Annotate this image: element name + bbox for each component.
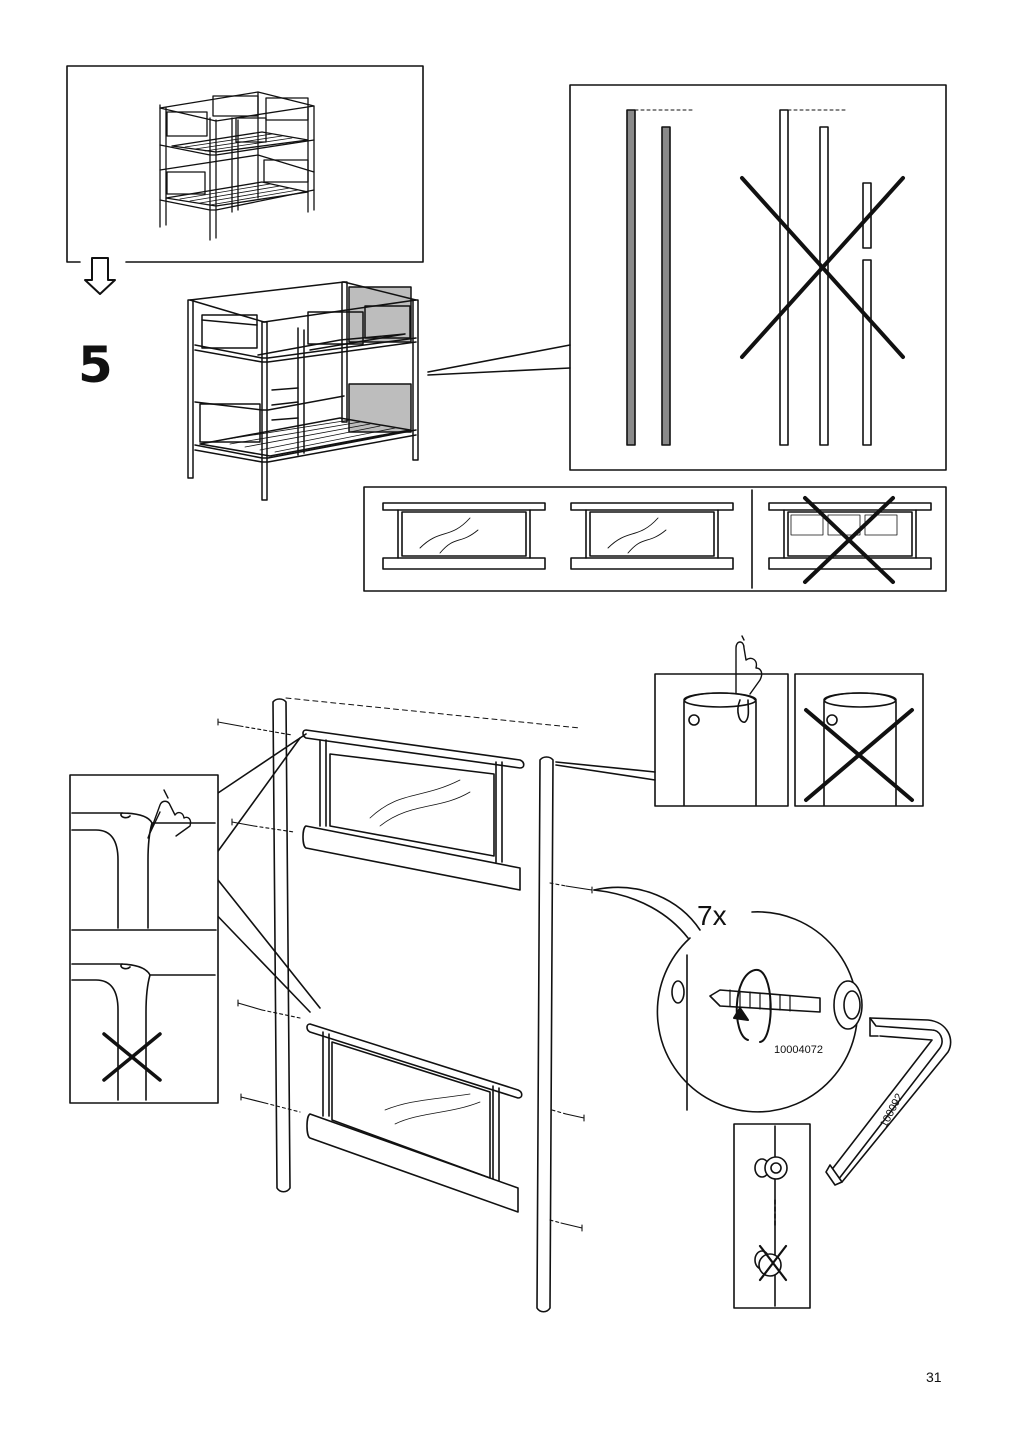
down-arrow-icon	[84, 257, 116, 295]
rail-correct-1	[382, 502, 546, 570]
rotate-arrow-icon	[733, 968, 772, 1043]
main-assembly	[207, 697, 656, 1313]
allen-key-icon	[825, 1017, 952, 1186]
rail-correct-2	[570, 502, 734, 570]
cross-mark-icon	[804, 708, 914, 802]
screws-left	[217, 718, 301, 1113]
screw-part-code: 10004072	[774, 1044, 823, 1056]
page-number: 31	[926, 1369, 942, 1385]
step-number: 5	[78, 336, 113, 394]
screws-right	[549, 882, 593, 1232]
rail-incorrect	[768, 496, 932, 584]
bunk-bed-small	[159, 91, 315, 241]
post-top-detail-panel	[654, 635, 924, 807]
screw-head-detail-panel	[733, 1123, 811, 1309]
cross-mark-icon	[102, 1032, 162, 1082]
corner-detail-panel	[69, 774, 219, 1104]
cross-mark-icon	[758, 1244, 788, 1282]
post-comparison-panel	[569, 84, 947, 471]
bunk-bed-large	[187, 281, 419, 501]
cross-mark-icon	[803, 496, 895, 584]
cross-mark-icon	[740, 176, 905, 359]
screw-detail-circle	[593, 886, 952, 1186]
correct-posts	[626, 109, 696, 446]
lower-rail-panel	[306, 1023, 523, 1213]
previous-step-panel	[66, 65, 424, 263]
finger-icon	[735, 635, 763, 695]
upper-rail-panel	[302, 729, 525, 891]
rail-comparison-panel	[363, 486, 947, 592]
screw-quantity-label: 7x	[697, 900, 727, 931]
hand-touch-icon	[147, 789, 192, 839]
incorrect-posts	[740, 109, 905, 446]
